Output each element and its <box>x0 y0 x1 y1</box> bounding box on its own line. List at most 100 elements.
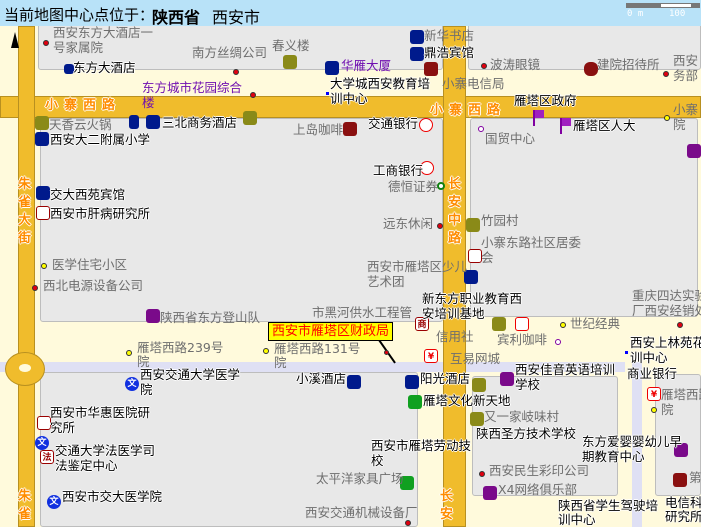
poi-label[interactable]: 东方爱婴婴幼儿早 期教育中心 <box>582 434 683 464</box>
map-canvas[interactable]: 小寨西路 小寨西路 朱 雀 大 街 长 安 中 路 朱 雀 长 安 西安市雁塔区… <box>0 26 701 527</box>
poi-label[interactable]: 工商银行 <box>373 163 424 178</box>
poi-label[interactable]: 西安 务部 <box>673 53 699 83</box>
restaurant-icon[interactable] <box>492 317 506 331</box>
poi-label[interactable]: 雁塔西路131号 院 <box>274 341 361 370</box>
poi-label[interactable]: 交通大学法医学司 法鉴定中心 <box>55 443 156 473</box>
poi-label[interactable]: 西安市肝病研究所 <box>50 206 151 221</box>
university-icon[interactable]: 文 <box>125 377 139 391</box>
poi-dot[interactable] <box>437 182 445 190</box>
poi-label[interactable]: 西安上林苑花 训中心 <box>630 335 701 365</box>
poi-dot[interactable] <box>664 115 670 121</box>
poi-label[interactable]: 西安交通机械设备厂 <box>305 505 418 520</box>
book-icon[interactable] <box>464 270 478 284</box>
poi-label[interactable]: 西安大二附属小学 <box>50 132 151 147</box>
poi-label[interactable]: 西北电源设备公司 <box>43 278 144 293</box>
poi-dot[interactable] <box>43 40 49 46</box>
hospital-icon[interactable] <box>36 206 50 220</box>
leisure-icon[interactable] <box>437 223 443 229</box>
poi-dot[interactable] <box>405 520 411 526</box>
poi-label[interactable]: 西安民生彩印公司 <box>489 463 590 478</box>
poi-label[interactable]: 小寨电信局 <box>442 76 505 91</box>
forensic-center-icon[interactable]: 法 <box>40 450 54 464</box>
poi-label[interactable]: 西安市华惠医院研 究所 <box>50 405 151 435</box>
poi-label[interactable]: 雁塔区人大 <box>573 118 636 133</box>
poi-dot[interactable] <box>41 263 47 269</box>
poi-label[interactable]: 竹园村 <box>481 213 519 228</box>
building-icon[interactable] <box>325 61 339 75</box>
poi-label[interactable]: 西安市雁塔劳动技 校 <box>371 438 472 468</box>
poi-label[interactable]: 上岛咖啡 <box>293 122 344 137</box>
hospital-icon[interactable] <box>37 416 51 430</box>
poi-label[interactable]: X4网络俱乐部 <box>498 482 578 497</box>
poi-label[interactable]: 天香云火锅 <box>49 117 112 132</box>
poi-dot[interactable] <box>555 339 561 345</box>
poi-label[interactable]: 雁塔西路239号 院 <box>137 340 224 369</box>
restaurant-icon[interactable] <box>283 55 297 69</box>
government-flag-icon[interactable] <box>533 110 544 126</box>
poi-label[interactable]: 小溪酒店 <box>296 371 347 386</box>
poi-label[interactable]: 西安东方大酒店一 号家属院 <box>53 26 154 55</box>
poi-label[interactable]: 世纪经典 <box>570 316 621 331</box>
hotel-icon[interactable] <box>347 375 361 389</box>
guesthouse-icon[interactable] <box>584 62 598 76</box>
poi-label[interactable]: 第 <box>689 470 701 485</box>
poi-dot[interactable] <box>651 407 657 413</box>
poi-dot[interactable] <box>263 348 269 354</box>
poi-dot[interactable] <box>677 322 683 328</box>
poi-label[interactable]: 建院招待所 <box>597 57 660 72</box>
shop-icon[interactable]: 商 <box>415 317 429 331</box>
poi-label[interactable]: 春义楼 <box>272 38 310 53</box>
poi-label[interactable]: 三北商务酒店 <box>162 115 238 130</box>
sports-icon[interactable] <box>500 372 514 386</box>
poi-label[interactable]: 商业银行 <box>627 366 678 381</box>
poi-label[interactable]: 雁塔西路 院 <box>661 387 701 417</box>
poi-label[interactable]: 交大西苑宾馆 <box>50 187 126 202</box>
poi-label[interactable]: 西安交通大学医学 院 <box>140 367 241 397</box>
poi-label[interactable]: 又一家岐味村 <box>484 409 560 424</box>
poi-dot[interactable] <box>326 92 329 95</box>
kindergarten-icon[interactable] <box>674 443 688 457</box>
hotel-icon[interactable] <box>36 186 50 200</box>
cafe-icon[interactable] <box>673 473 687 487</box>
icbc-bank-icon[interactable] <box>420 161 434 175</box>
community-office-icon[interactable] <box>468 249 482 263</box>
poi-dot[interactable] <box>478 126 484 132</box>
phone-icon[interactable] <box>424 62 438 76</box>
poi-label[interactable]: 西安市雁塔区少儿 艺术团 <box>367 259 468 289</box>
restaurant-icon[interactable] <box>243 111 257 125</box>
sports-icon[interactable] <box>146 309 160 323</box>
poi-dot[interactable] <box>479 471 485 477</box>
university-icon[interactable]: 文 <box>35 436 49 450</box>
glasses-icon[interactable] <box>481 63 487 69</box>
restaurant-icon[interactable] <box>466 218 480 232</box>
building-icon[interactable] <box>129 115 139 129</box>
poi-label[interactable]: 小寨东路社区居委 会 <box>481 235 582 265</box>
bookstore-icon[interactable] <box>410 30 424 44</box>
poi-label[interactable]: 波涛眼镜 <box>490 57 541 72</box>
university-icon[interactable]: 文 <box>47 495 61 509</box>
poi-label[interactable]: 西安佳音英语培训 学校 <box>515 362 616 392</box>
poi-dot[interactable] <box>625 351 628 354</box>
poi-label[interactable]: 东方城市花园综合 楼 <box>142 80 243 110</box>
poi-label[interactable]: 信用社 <box>436 329 474 344</box>
government-flag-icon[interactable] <box>560 118 571 134</box>
bank-yen-icon[interactable]: ¥ <box>424 349 438 363</box>
poi-label[interactable]: 宾利咖啡 <box>497 332 548 347</box>
poi-dot[interactable] <box>126 350 132 356</box>
cafe-icon[interactable] <box>343 122 357 136</box>
poi-label[interactable]: 西安市交大医学院 <box>62 489 163 504</box>
poi-label[interactable]: 太平洋家具广场 <box>316 471 404 486</box>
poi-label[interactable]: 互易网城 <box>450 351 501 366</box>
poi-label[interactable]: 阳光酒店 <box>420 371 471 386</box>
poi-label[interactable]: 雁塔区政府 <box>514 93 577 108</box>
bank-of-communications-icon[interactable] <box>419 118 433 132</box>
poi-label[interactable]: 雁塔文化新天地 <box>423 393 511 408</box>
poi-dot[interactable] <box>560 322 566 328</box>
hotel-icon[interactable] <box>405 375 419 389</box>
sports-icon[interactable] <box>687 144 701 158</box>
poi-label[interactable]: 医学住宅小区 <box>52 257 128 272</box>
poi-label[interactable]: 远东休闲 <box>383 216 434 231</box>
hotel-icon[interactable] <box>146 115 160 129</box>
poi-label[interactable]: 德恒证券 <box>388 179 439 194</box>
poi-label[interactable]: 大学城西安教育培 训中心 <box>330 76 431 106</box>
